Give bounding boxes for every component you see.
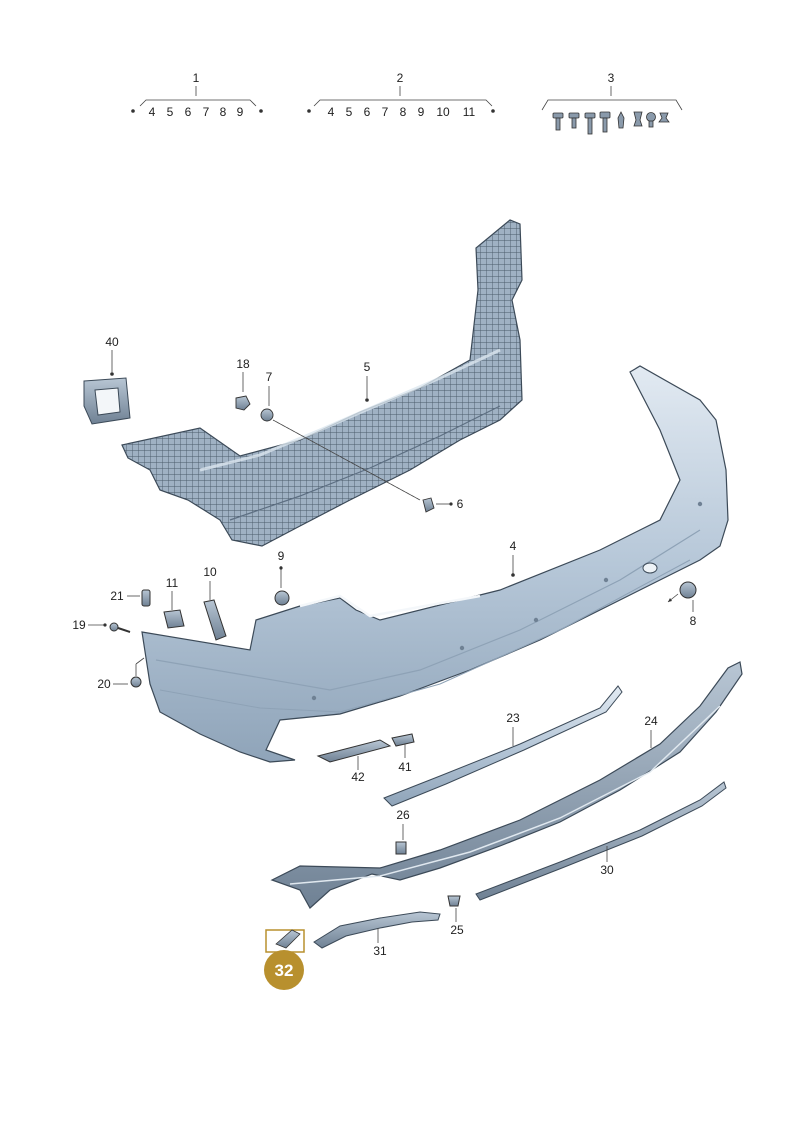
callout-5: 5 — [364, 360, 371, 374]
callout-18: 18 — [236, 357, 250, 371]
part-11-bracket: 11 — [163, 576, 185, 629]
group-2-item: 8 — [400, 105, 407, 119]
part-6-clip: 6 — [422, 497, 464, 513]
callout-21: 21 — [110, 589, 124, 603]
group-1-item: 4 — [149, 105, 156, 119]
callout-11: 11 — [166, 576, 179, 590]
part-31-trim: 31 — [313, 911, 441, 958]
part-10-guide: 10 — [203, 565, 227, 641]
callout-6: 6 — [457, 497, 464, 511]
group-3-label: 3 — [608, 71, 615, 85]
callout-20: 20 — [97, 677, 111, 691]
callout-40: 40 — [105, 335, 119, 349]
part-41-trim: 41 — [391, 733, 415, 774]
callout-4: 4 — [510, 539, 517, 553]
badge-32-label: 32 — [275, 961, 294, 980]
part-40-bracket: 40 — [83, 335, 131, 425]
part-42-trim: 42 — [316, 739, 392, 784]
callout-9: 9 — [278, 549, 285, 563]
badge-32[interactable] — [264, 950, 304, 990]
group-1-item: 7 — [203, 105, 210, 119]
part-19-screw: 19 — [72, 618, 131, 633]
part-24-diffuser: 24 — [270, 661, 743, 909]
part-8-cap: 8 — [667, 581, 697, 628]
group-2-item: 9 — [418, 105, 425, 119]
group-1-item: 8 — [220, 105, 227, 119]
callout-31: 31 — [373, 944, 387, 958]
group-1-item: 9 — [237, 105, 244, 119]
part-9-grommet: 9 — [274, 549, 290, 606]
group-2-item: 6 — [364, 105, 371, 119]
callout-19: 19 — [72, 618, 86, 632]
callout-42: 42 — [351, 770, 365, 784]
callout-7: 7 — [266, 370, 273, 384]
group-2-item: 11 — [463, 105, 476, 119]
part-30-strip: 30 — [475, 781, 727, 901]
callout-23: 23 — [506, 711, 520, 725]
group-2-item: 7 — [382, 105, 389, 119]
part-5-carrier: 5 — [121, 219, 523, 547]
group-2-item: 4 — [328, 105, 335, 119]
part-32-highlight[interactable]: 32 — [264, 929, 305, 990]
callout-30: 30 — [600, 863, 614, 877]
group-2-header: 2 4 5 6 7 8 9 10 11 — [307, 71, 495, 119]
part-4-bumper-cover: 4 — [141, 365, 729, 763]
callout-41: 41 — [398, 760, 412, 774]
part-7-nut: 7 — [260, 370, 421, 501]
group-3-header: 3 — [541, 71, 683, 135]
callout-25: 25 — [450, 923, 464, 937]
group-1-header: 1 4 5 6 7 8 9 — [131, 71, 263, 119]
group-1-label: 1 — [193, 71, 200, 85]
part-25-clip: 25 — [447, 895, 464, 937]
callout-8: 8 — [690, 614, 697, 628]
fastener-icons — [552, 111, 670, 135]
part-20-screw: 20 — [97, 657, 145, 691]
group-2-label: 2 — [397, 71, 404, 85]
group-2-item: 10 — [436, 105, 450, 119]
part-26-clip: 26 — [395, 808, 410, 855]
callout-10: 10 — [203, 565, 217, 579]
callout-24: 24 — [644, 714, 658, 728]
part-23-strip: 23 — [383, 685, 623, 807]
group-1-item: 6 — [185, 105, 192, 119]
part-18-clip: 18 — [235, 357, 251, 411]
part-21-pin: 21 — [110, 589, 151, 607]
group-1-item: 5 — [167, 105, 174, 119]
callout-26: 26 — [396, 808, 410, 822]
group-2-item: 5 — [346, 105, 353, 119]
